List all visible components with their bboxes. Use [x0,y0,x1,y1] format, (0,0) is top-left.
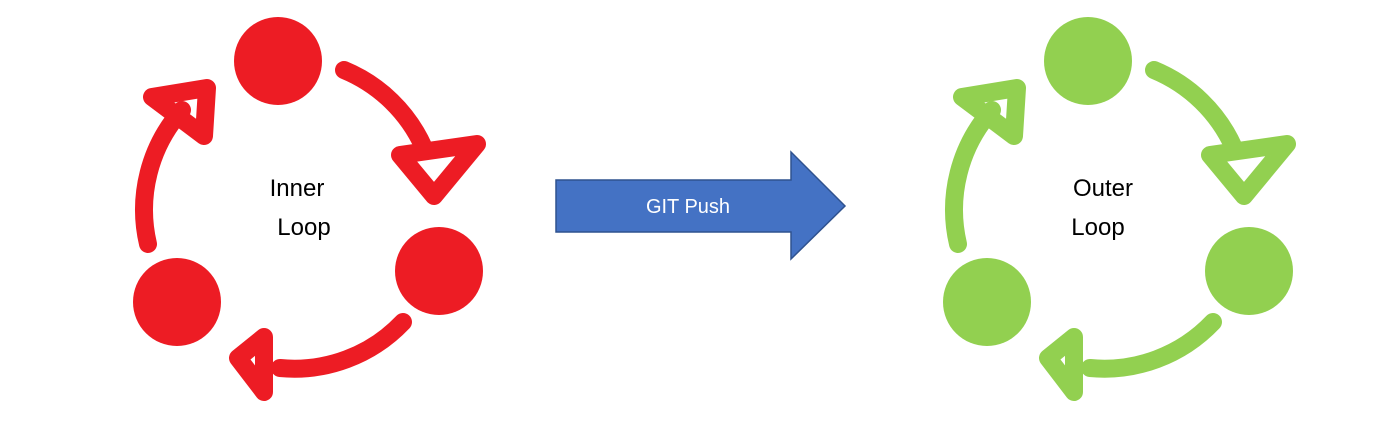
outer-loop-node-top [1044,17,1132,105]
inner-loop: Inner Loop [133,17,486,401]
inner-loop-arrow-top-right [335,61,433,157]
outer-loop-arrow-bottom [1081,313,1222,378]
inner-loop-arrowhead-top [143,79,216,145]
outer-loop-arrowhead-top [953,79,1026,145]
inner-loop-node-left [133,258,221,346]
outer-loop-label-line1: Outer [1073,175,1133,202]
outer-loop-label-line2: Loop [1071,214,1124,241]
git-push-arrow-shape [555,150,847,261]
git-push-arrow: GIT Push [555,150,847,261]
inner-loop-arrow-bottom [271,313,412,378]
inner-loop-arrowhead-right [391,135,486,205]
inner-loop-node-top [234,17,322,105]
inner-loop-arrow-left [135,101,191,253]
inner-loop-label-line1: Inner [270,175,325,202]
outer-loop-arrow-top-right [1145,61,1243,157]
outer-loop-node-right [1205,227,1293,315]
inner-loop-arrowhead-bottom [229,328,273,401]
inner-loop-label-line2: Loop [277,214,330,241]
outer-loop-arrow-left [945,101,1001,253]
outer-loop-arrowhead-right [1201,135,1296,205]
outer-loop-arrowhead-bottom [1039,328,1083,401]
outer-loop: Outer Loop [943,17,1296,401]
git-push-label: GIT Push [646,196,730,218]
outer-loop-node-left [943,258,1031,346]
inner-loop-node-right [395,227,483,315]
